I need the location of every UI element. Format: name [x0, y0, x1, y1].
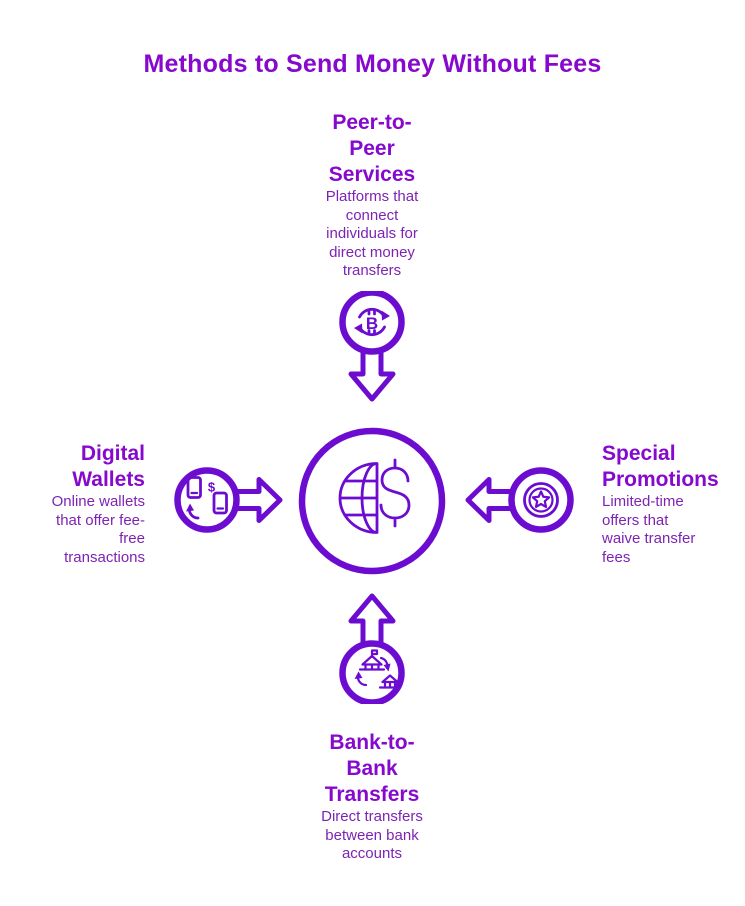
spoke-peer-to-peer-text: Peer-to-Peer Services Platforms that con…: [312, 110, 432, 281]
down-arrow-icon: [348, 344, 396, 402]
page-title: Methods to Send Money Without Fees: [143, 50, 602, 78]
spoke-heading: Special Promotions: [602, 442, 719, 491]
globe-dollar-icon: [298, 427, 446, 575]
refresh-circle-icon: B: [339, 291, 405, 355]
spoke-description: Limited-time offers that waive transfer …: [602, 493, 696, 566]
spoke-heading: Digital Wallets: [72, 442, 145, 491]
right-arrow-icon: [231, 477, 283, 523]
spoke-heading: Bank-to-Bank Transfers: [324, 731, 420, 806]
spoke-special-promotions-text: Special Promotions Limited-time offers t…: [602, 441, 719, 567]
bank-exchange-icon: [339, 593, 405, 704]
spoke-description: Platforms that connect individuals for d…: [325, 188, 419, 279]
star-badge-icon: [465, 467, 574, 533]
bank-transfer-circle-icon: [339, 640, 405, 704]
svg-text:$: $: [208, 480, 216, 495]
mobile-payment-icon: $: [174, 467, 283, 533]
phone-transfer-icon: $: [174, 467, 240, 533]
globe-icon: [338, 462, 379, 534]
up-arrow-icon: [348, 593, 396, 651]
spoke-bank-transfers-text: Bank-to-Bank Transfers Direct transfers …: [313, 730, 431, 864]
svg-text:B: B: [366, 314, 378, 333]
spoke-description: Direct transfers between bank accounts: [321, 808, 423, 862]
left-arrow-icon: [465, 477, 517, 523]
star-medal-icon: [508, 467, 574, 533]
spoke-heading: Peer-to-Peer Services: [328, 111, 416, 186]
spoke-digital-wallets-text: Digital Wallets Online wallets that offe…: [41, 441, 145, 567]
bitcoin-exchange-icon: B: [339, 291, 405, 402]
spoke-description: Online wallets that offer fee-free trans…: [51, 493, 145, 566]
dollar-sign-icon: [379, 458, 411, 528]
